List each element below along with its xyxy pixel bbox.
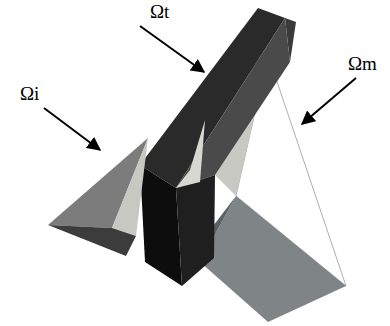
region-label: Ωt (150, 2, 169, 21)
leader-arrow (140, 26, 204, 72)
region-label: Ωi (20, 84, 39, 103)
leader-arrow (302, 78, 356, 124)
leader-arrow (44, 108, 100, 150)
black-face (140, 165, 182, 286)
grey-face (200, 196, 346, 322)
black-face (176, 175, 215, 286)
region-label: Ωm (348, 54, 377, 73)
dark-face (48, 225, 136, 256)
light-face (176, 120, 205, 188)
light-face (112, 138, 148, 236)
dark-face (176, 18, 290, 188)
